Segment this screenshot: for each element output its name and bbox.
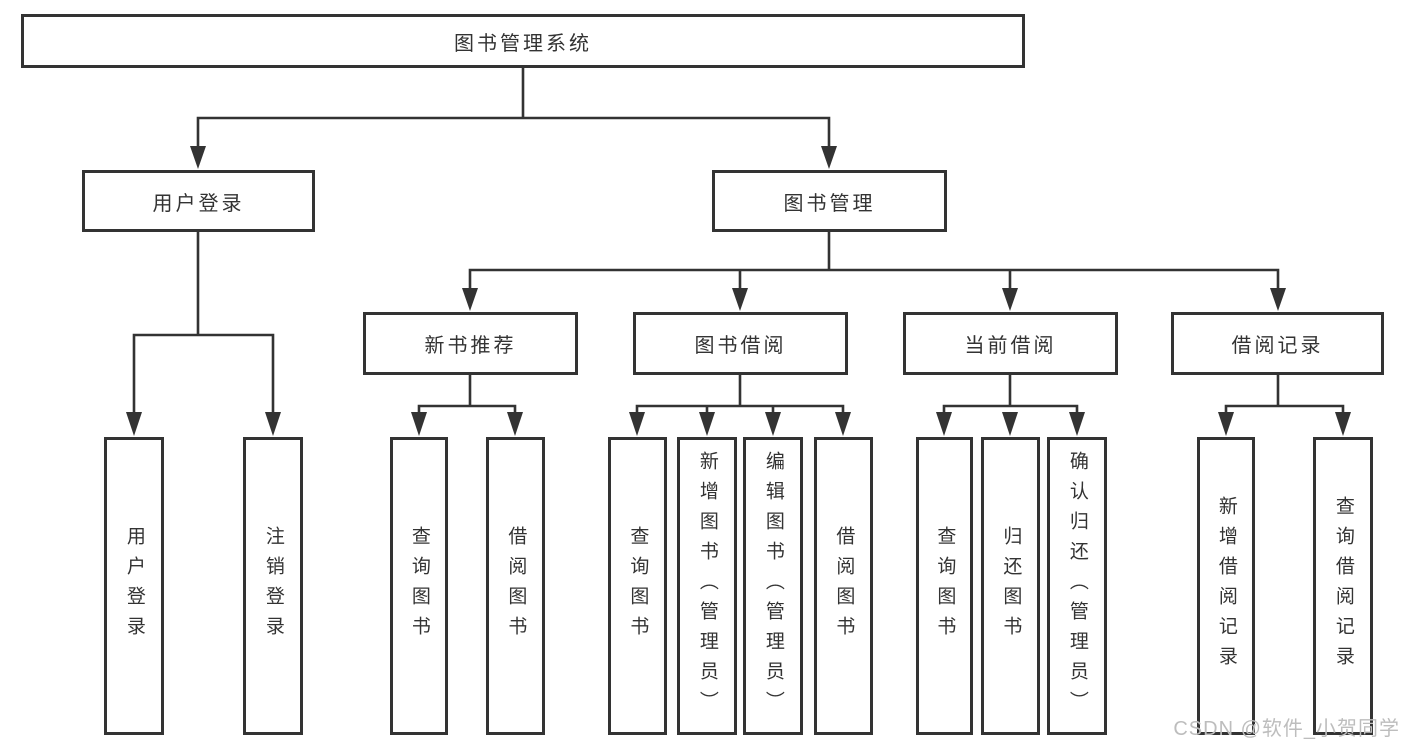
node-current-borrowing: 当前借阅 xyxy=(903,312,1118,375)
node-leaf-logout: 注销登录 xyxy=(243,437,303,735)
node-leaf-query-borrow-record-label: 查询借阅记录 xyxy=(1332,496,1354,676)
node-book-borrowing: 图书借阅 xyxy=(633,312,848,375)
node-leaf-query-books-borrow: 查询图书 xyxy=(608,437,667,735)
node-leaf-edit-book-admin-label: 编辑图书（管理员） xyxy=(762,451,784,721)
node-new-book-recommendation-label: 新书推荐 xyxy=(424,335,517,357)
node-leaf-edit-book-admin: 编辑图书（管理员） xyxy=(743,437,803,735)
node-leaf-query-books-newbook: 查询图书 xyxy=(390,437,448,735)
node-current-borrowing-label: 当前借阅 xyxy=(964,335,1057,357)
node-book-borrowing-label: 图书借阅 xyxy=(694,335,787,357)
node-leaf-borrow-books-newbook: 借阅图书 xyxy=(486,437,545,735)
csdn-watermark: CSDN @软件_小贺同学 xyxy=(1173,718,1400,740)
node-leaf-add-book-admin: 新增图书（管理员） xyxy=(677,437,737,735)
node-leaf-query-books-current: 查询图书 xyxy=(916,437,973,735)
node-leaf-add-borrow-record-label: 新增借阅记录 xyxy=(1215,496,1237,676)
node-leaf-user-login-label: 用户登录 xyxy=(123,526,145,646)
node-leaf-borrow-books-borrow: 借阅图书 xyxy=(814,437,873,735)
node-book-management: 图书管理 xyxy=(712,170,947,232)
node-user-login: 用户登录 xyxy=(82,170,315,232)
node-leaf-user-login: 用户登录 xyxy=(104,437,164,735)
node-library-system-label: 图书管理系统 xyxy=(454,32,592,55)
node-new-book-recommendation: 新书推荐 xyxy=(363,312,578,375)
node-leaf-query-borrow-record: 查询借阅记录 xyxy=(1313,437,1373,735)
node-leaf-query-books-newbook-label: 查询图书 xyxy=(408,526,430,646)
node-leaf-confirm-return-admin: 确认归还（管理员） xyxy=(1047,437,1107,735)
node-leaf-query-books-borrow-label: 查询图书 xyxy=(627,526,649,646)
node-book-management-label: 图书管理 xyxy=(783,192,876,215)
node-leaf-borrow-books-newbook-label: 借阅图书 xyxy=(505,526,527,646)
node-user-login-label: 用户登录 xyxy=(152,192,245,215)
node-leaf-logout-label: 注销登录 xyxy=(262,526,284,646)
node-leaf-return-books: 归还图书 xyxy=(981,437,1040,735)
node-borrow-records-label: 借阅记录 xyxy=(1231,335,1324,357)
node-leaf-return-books-label: 归还图书 xyxy=(1000,526,1022,646)
node-leaf-confirm-return-admin-label: 确认归还（管理员） xyxy=(1066,451,1088,721)
node-leaf-add-borrow-record: 新增借阅记录 xyxy=(1197,437,1255,735)
node-leaf-borrow-books-borrow-label: 借阅图书 xyxy=(833,526,855,646)
node-borrow-records: 借阅记录 xyxy=(1171,312,1384,375)
node-library-system: 图书管理系统 xyxy=(21,14,1025,68)
node-leaf-query-books-current-label: 查询图书 xyxy=(934,526,956,646)
node-leaf-add-book-admin-label: 新增图书（管理员） xyxy=(696,451,718,721)
